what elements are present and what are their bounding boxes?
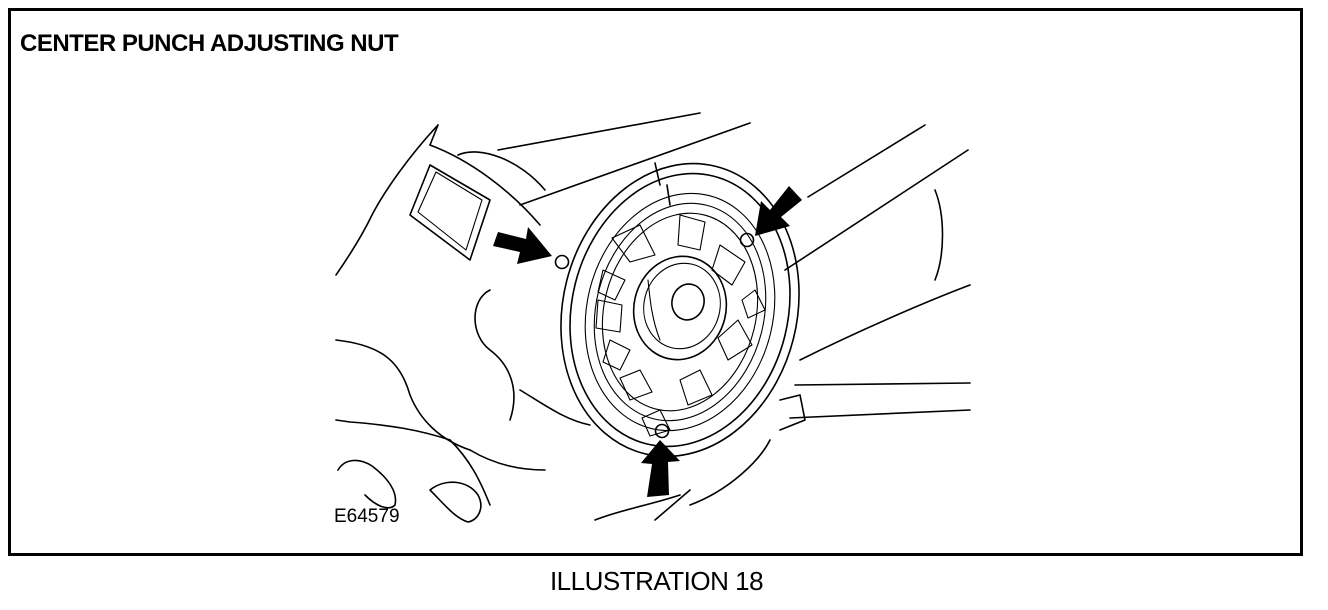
diagram-title: CENTER PUNCH ADJUSTING NUT (20, 30, 399, 57)
axle-tube (497, 112, 971, 506)
punch-mark-right (739, 186, 802, 248)
arrow-right-icon (493, 227, 552, 264)
punch-mark-circle (654, 423, 670, 439)
arrow-down-left-icon (755, 186, 802, 236)
punch-mark-circle (554, 254, 570, 270)
pinion-hub (632, 255, 728, 361)
illustration-caption: ILLUSTRATION 18 (549, 566, 764, 596)
differential-carrier (595, 214, 766, 437)
figure-code: E64579 (334, 506, 400, 527)
housing-casting (335, 124, 691, 523)
punch-mark-left (493, 227, 570, 270)
punch-mark-bottom (641, 423, 680, 497)
arrow-up-icon (641, 440, 680, 497)
punch-mark-circle (739, 232, 755, 248)
adjusting-nut (560, 162, 800, 458)
